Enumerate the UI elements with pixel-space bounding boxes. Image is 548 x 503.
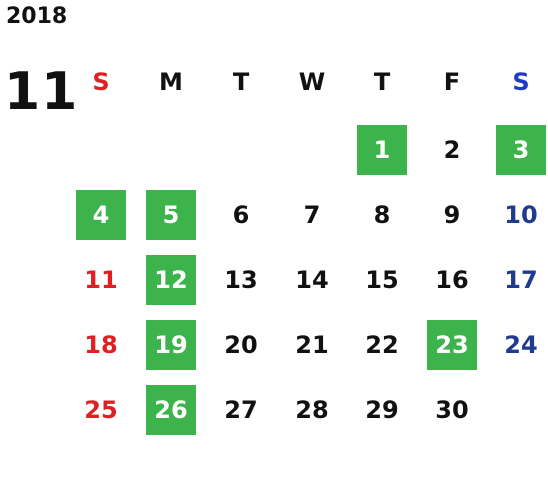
weekday-header-fri: F bbox=[443, 68, 461, 96]
weekday-header-wed: W bbox=[298, 68, 326, 96]
day-cell[interactable]: 17 bbox=[504, 266, 538, 294]
day-cell[interactable]: 20 bbox=[224, 331, 258, 359]
weekday-header-tue: T bbox=[232, 68, 250, 96]
weekday-header-mon: M bbox=[159, 68, 183, 96]
day-cell[interactable]: 24 bbox=[504, 331, 538, 359]
day-cell[interactable]: 14 bbox=[295, 266, 329, 294]
highlighted-day-cell[interactable]: 5 bbox=[146, 190, 196, 240]
highlighted-day-cell[interactable]: 4 bbox=[76, 190, 126, 240]
day-cell[interactable]: 9 bbox=[443, 201, 461, 229]
highlighted-day-cell[interactable]: 1 bbox=[357, 125, 407, 175]
day-cell[interactable]: 27 bbox=[224, 396, 258, 424]
day-cell[interactable]: 30 bbox=[435, 396, 469, 424]
day-cell[interactable]: 15 bbox=[365, 266, 399, 294]
day-cell[interactable]: 28 bbox=[295, 396, 329, 424]
weekday-header-thu: T bbox=[373, 68, 391, 96]
day-cell[interactable]: 2 bbox=[443, 136, 461, 164]
weekday-header-sun: S bbox=[92, 68, 110, 96]
day-cell[interactable]: 29 bbox=[365, 396, 399, 424]
day-cell[interactable]: 7 bbox=[303, 201, 321, 229]
month-number: 11 bbox=[4, 62, 79, 122]
day-cell[interactable]: 18 bbox=[84, 331, 118, 359]
year-label: 2018 bbox=[6, 4, 68, 29]
highlighted-day-cell[interactable]: 19 bbox=[146, 320, 196, 370]
highlighted-day-cell[interactable]: 12 bbox=[146, 255, 196, 305]
day-cell[interactable]: 6 bbox=[232, 201, 250, 229]
highlighted-day-cell[interactable]: 26 bbox=[146, 385, 196, 435]
day-cell[interactable]: 13 bbox=[224, 266, 258, 294]
day-cell[interactable]: 22 bbox=[365, 331, 399, 359]
day-cell[interactable]: 10 bbox=[504, 201, 538, 229]
day-cell[interactable]: 11 bbox=[84, 266, 118, 294]
highlighted-day-cell[interactable]: 23 bbox=[427, 320, 477, 370]
day-cell[interactable]: 8 bbox=[373, 201, 391, 229]
day-cell[interactable]: 21 bbox=[295, 331, 329, 359]
day-cell[interactable]: 16 bbox=[435, 266, 469, 294]
highlighted-day-cell[interactable]: 3 bbox=[496, 125, 546, 175]
weekday-header-sat: S bbox=[512, 68, 530, 96]
day-cell[interactable]: 25 bbox=[84, 396, 118, 424]
